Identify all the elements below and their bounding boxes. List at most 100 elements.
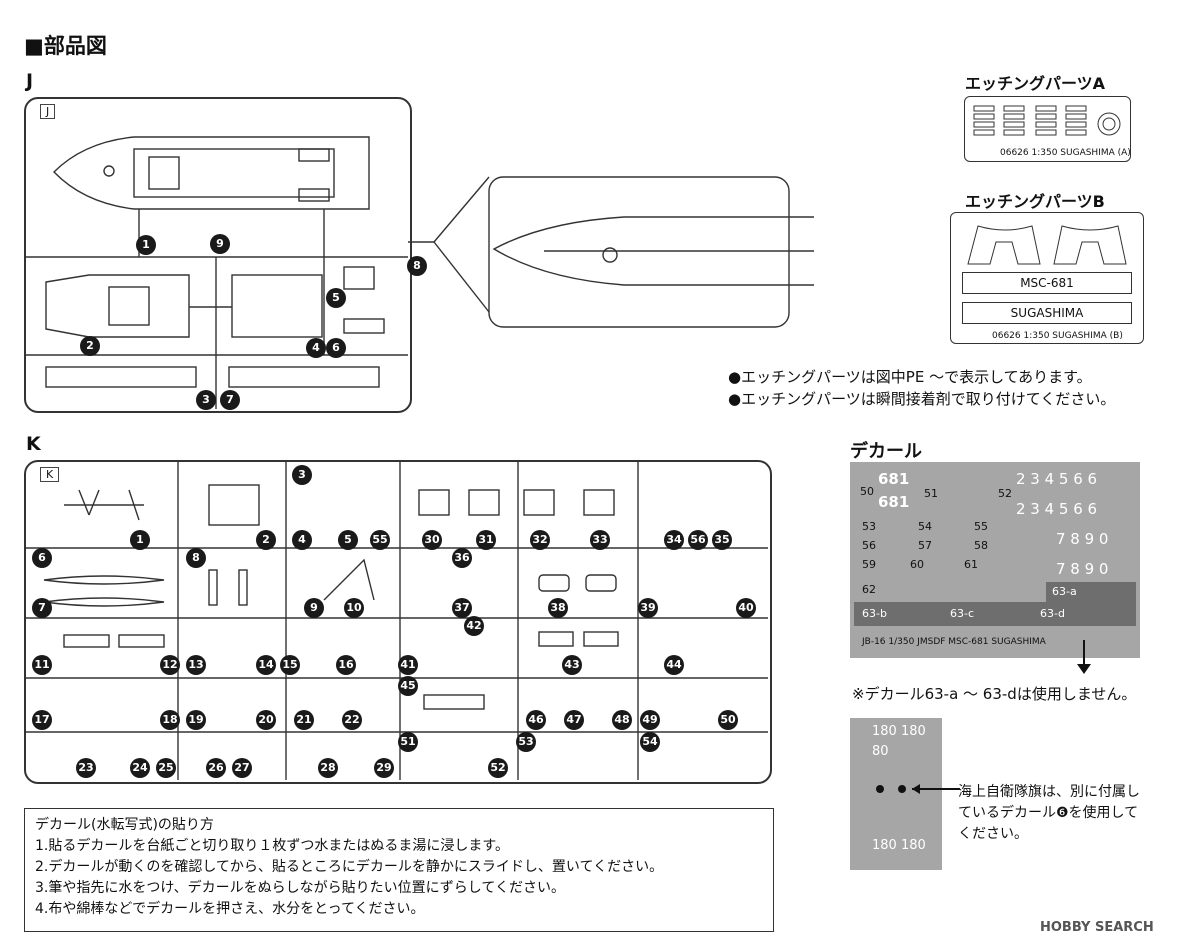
decal-title: デカール — [850, 441, 922, 462]
decal-id-63a: 63-a — [1052, 585, 1077, 598]
etching-a-plate — [964, 96, 1131, 162]
part-badge: 3 — [292, 465, 312, 485]
part-badge: 37 — [452, 598, 472, 618]
part-badge: 55 — [370, 530, 390, 550]
part-badge: 41 — [398, 655, 418, 675]
decal-id: 55 — [974, 520, 988, 533]
decal-id-63b: 63-b — [862, 607, 887, 620]
decal-id: 57 — [918, 539, 932, 552]
part-badge: 39 — [638, 598, 658, 618]
part-badge: 26 — [206, 758, 226, 778]
instructions-title: デカール(水転写式)の貼り方 — [35, 817, 214, 833]
part-badge: 40 — [736, 598, 756, 618]
instruction-step: 1.貼るデカールを台紙ごと切り取り１枚ずつ水またはぬるま湯に浸します。 — [35, 838, 509, 854]
sprue-k-grid — [24, 460, 768, 780]
part-badge: 18 — [160, 710, 180, 730]
part-badge: 25 — [156, 758, 176, 778]
part-badge: 2 — [80, 336, 100, 356]
decal-hull-number-bottom: 681 — [878, 493, 910, 511]
part-badge: 53 — [516, 732, 536, 752]
part-badge: 6 — [326, 338, 346, 358]
part-badge: 28 — [318, 758, 338, 778]
part-badge: 36 — [452, 548, 472, 568]
part-badge: 5 — [338, 530, 358, 550]
part-badge: 7 — [32, 598, 52, 618]
part-badge: 23 — [76, 758, 96, 778]
part-badge: 13 — [186, 655, 206, 675]
decal-instructions-box: デカール(水転写式)の貼り方 1.貼るデカールを台紙ごと切り取り１枚ずつ水または… — [24, 808, 774, 932]
sprue-j-frame — [24, 97, 412, 413]
part-badge: 5 — [326, 288, 346, 308]
etching-b-title: エッチングパーツB — [965, 192, 1105, 211]
part-badge: 44 — [664, 655, 684, 675]
part-badge: 7 — [220, 390, 240, 410]
part-badge: 34 — [664, 530, 684, 550]
part-badge: 11 — [32, 655, 52, 675]
part-badge: 3 — [196, 390, 216, 410]
decal-digits-row3: 7 8 9 0 — [1056, 530, 1109, 548]
part-badge: 24 — [130, 758, 150, 778]
part-badge: 4 — [306, 338, 326, 358]
decal-id: 50 — [860, 485, 874, 498]
decal-id: 51 — [924, 487, 938, 500]
decal-note: ※デカール63-a ～ 63-dは使用しません。 — [852, 685, 1137, 703]
watermark: HOBBY SEARCH — [1040, 920, 1154, 935]
sprue-k-tag: K — [40, 467, 60, 482]
part-badge: 48 — [612, 710, 632, 730]
instruction-step: 3.筆や指先に水をつけ、デカールをぬらしながら貼りたい位置にずらしてください。 — [35, 880, 565, 896]
decal-id: 60 — [910, 558, 924, 571]
decal-digits-row1: 2 3 4 5 6 6 — [1016, 470, 1098, 488]
decal-63-strip — [854, 602, 1136, 626]
etching-b-msc-plate: MSC-681 — [962, 272, 1132, 294]
part-badge: 35 — [712, 530, 732, 550]
part-badge: 31 — [476, 530, 496, 550]
instruction-step: 2.デカールが動くのを確認してから、貼るところにデカールを静かにスライドし、置い… — [35, 859, 664, 875]
part-badge: 27 — [232, 758, 252, 778]
sprue-j-tag: J — [40, 104, 56, 119]
etching-a-code: 06626 1:350 SUGASHIMA (A) — [1000, 148, 1131, 158]
decal-63a-area — [1046, 582, 1136, 602]
decal-digits-row4: 7 8 9 0 — [1056, 560, 1109, 578]
sprue-k-label: K — [26, 433, 41, 455]
part-badge: 42 — [464, 616, 484, 636]
part-badge: 8 — [407, 256, 427, 276]
part-badge: 20 — [256, 710, 276, 730]
decal-digits-row2: 2 3 4 5 6 6 — [1016, 500, 1098, 518]
decal-id: 56 — [862, 539, 876, 552]
small-decal-row2: 80 — [872, 744, 889, 759]
etching-b-name-plate: SUGASHIMA — [962, 302, 1132, 324]
part-badge: 46 — [526, 710, 546, 730]
part-badge: 45 — [398, 676, 418, 696]
part-badge: 14 — [256, 655, 276, 675]
part-badge: 56 — [688, 530, 708, 550]
ensign-decal-icon — [876, 784, 960, 794]
part-badge: 22 — [342, 710, 362, 730]
etching-b-code: 06626 1:350 SUGASHIMA (B) — [992, 331, 1123, 341]
part-badge: 16 — [336, 655, 356, 675]
part-badge: 2 — [256, 530, 276, 550]
decal-sheet-code: JB-16 1/350 JMSDF MSC-681 SUGASHIMA — [862, 637, 1046, 647]
part-badge: 30 — [422, 530, 442, 550]
etching-a-drawing — [973, 105, 1121, 136]
etching-b-drawing — [967, 225, 1127, 265]
small-decal-row3: 180 180 — [872, 838, 926, 853]
part-badge: 32 — [530, 530, 550, 550]
decal-id: 58 — [974, 539, 988, 552]
ensign-note: 海上自衛隊旗は、別に付属しているデカール❻を使用してください。 — [958, 784, 1140, 842]
sprue-j-label: J — [26, 70, 34, 92]
decal-id: 53 — [862, 520, 876, 533]
etching-note-2: ●エッチングパーツは瞬間接着剤で取り付けてください。 — [728, 390, 1116, 408]
part-badge: 1 — [136, 235, 156, 255]
etching-note-1: ●エッチングパーツは図中PE ～で表示してあります。 — [728, 368, 1092, 386]
sprue-k-frame — [24, 460, 772, 784]
part-badge: 43 — [562, 655, 582, 675]
part-badge: 21 — [294, 710, 314, 730]
arrow-down-icon — [1077, 640, 1091, 674]
part-badge: 12 — [160, 655, 180, 675]
decal-id: 59 — [862, 558, 876, 571]
decal-id: 61 — [964, 558, 978, 571]
part-badge: 29 — [374, 758, 394, 778]
etching-b-plate — [950, 212, 1144, 344]
part-badge: 17 — [32, 710, 52, 730]
etching-a-title: エッチングパーツA — [965, 74, 1106, 93]
